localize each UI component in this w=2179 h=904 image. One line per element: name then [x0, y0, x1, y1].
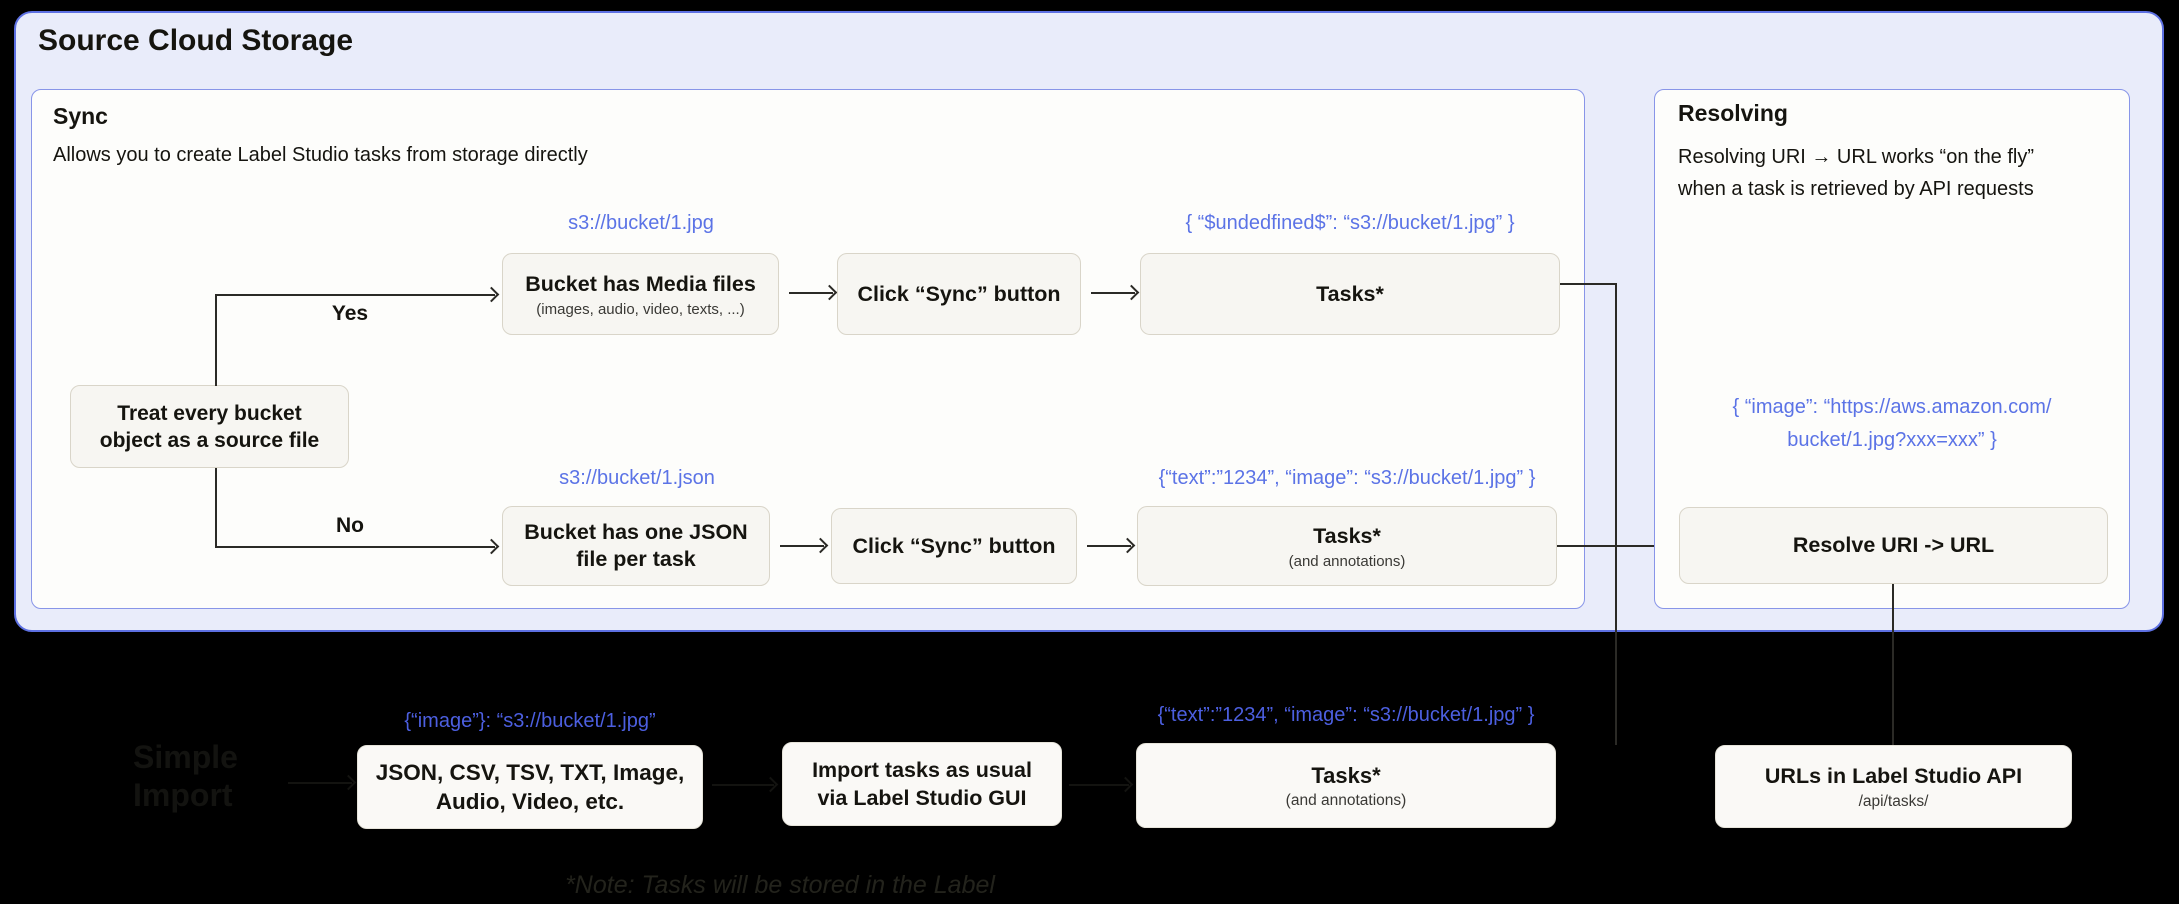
simple-import-title: Simple Import	[133, 739, 238, 813]
yes-label: Yes	[331, 302, 369, 325]
import-gui-title: Import tasks as usual via Label Studio G…	[812, 758, 1032, 810]
yes-branch-arrow	[215, 294, 495, 296]
bucket-media-subtitle: (images, audio, video, texts, ...)	[536, 300, 745, 318]
resolve-uri-title: Resolve URI -> URL	[1792, 533, 1995, 557]
tasks-json-label-1: { “$undedfined$”: “s3://bucket/1.jpg” }	[1185, 212, 1515, 234]
tasks1-connector-h	[1560, 283, 1617, 285]
api-urls-title: URLs in Label Studio API	[1764, 763, 2023, 788]
api-urls-node: URLs in Label Studio API /api/tasks/	[1715, 745, 2072, 828]
tasks-title-1: Tasks*	[1316, 281, 1384, 306]
tasks-json-label-2: {“text”:”1234”, “image”: “s3://bucket/1.…	[1158, 467, 1536, 489]
no-branch-arrow	[215, 546, 495, 548]
arrow-media-to-sync	[789, 292, 833, 294]
click-sync-node-2: Click “Sync” button	[831, 508, 1077, 584]
no-label: No	[336, 514, 364, 537]
arrow-json-to-sync	[780, 545, 824, 547]
bottom-tasks-json-label: {“text”:”1234”, “image”: “s3://bucket/1.…	[1157, 704, 1535, 726]
click-sync-title-2: Click “Sync” button	[852, 533, 1056, 558]
files-node: JSON, CSV, TSV, TXT, Image, Audio, Video…	[357, 745, 703, 829]
resolving-panel-title: Resolving	[1678, 100, 1788, 126]
click-sync-title-1: Click “Sync” button	[857, 281, 1061, 306]
sync-panel-subtitle: Allows you to create Label Studio tasks …	[53, 144, 588, 166]
tasks-title-2: Tasks*	[1313, 523, 1381, 548]
bucket-json-title: Bucket has one JSON file per task	[524, 520, 748, 571]
import-gui-node: Import tasks as usual via Label Studio G…	[782, 742, 1062, 826]
bottom-tasks-node: Tasks* (and annotations)	[1136, 743, 1556, 828]
arrow-simple-to-files	[288, 782, 352, 784]
yes-branch-vline	[215, 295, 217, 386]
tasks1-connector-v	[1615, 283, 1617, 745]
arrow-tasks2-to-resolve	[1557, 545, 1677, 547]
footnote: *Note: Tasks will be stored in the Label…	[565, 871, 995, 904]
no-branch-vline	[215, 468, 217, 548]
bucket-json-node: Bucket has one JSON file per task	[502, 506, 770, 586]
resolve-connector-v	[1892, 584, 1894, 745]
files-json-label: {“image”}: “s3://bucket/1.jpg”	[404, 710, 656, 732]
resolving-description-line1: Resolving URI → URL works “on the fly”	[1678, 146, 2035, 168]
click-sync-node-1: Click “Sync” button	[837, 253, 1081, 335]
tasks-node-1: Tasks*	[1140, 253, 1560, 335]
resolve-uri-node: Resolve URI -> URL	[1679, 507, 2108, 584]
arrow-files-to-import	[712, 784, 774, 786]
arrow-sync-to-tasks-2	[1087, 545, 1131, 547]
decision-node-label: Treat every bucket object as a source fi…	[99, 401, 320, 452]
arrow-import-to-tasks	[1069, 784, 1129, 786]
bucket-media-node: Bucket has Media files (images, audio, v…	[502, 253, 779, 335]
bucket-media-title: Bucket has Media files	[525, 271, 756, 296]
resolving-json-line1: { “image”: “https://aws.amazon.com/	[1732, 396, 2052, 418]
page-title: Source Cloud Storage	[38, 24, 354, 57]
tasks-node-2: Tasks* (and annotations)	[1137, 506, 1557, 586]
bottom-tasks-subtitle: (and annotations)	[1285, 791, 1407, 809]
sync-panel-title: Sync	[53, 103, 108, 129]
api-urls-subtitle: /api/tasks/	[1858, 792, 1929, 810]
decision-node: Treat every bucket object as a source fi…	[70, 385, 349, 468]
files-title: JSON, CSV, TSV, TXT, Image, Audio, Video…	[375, 760, 685, 814]
resolving-json-line2: bucket/1.jpg?xxx=xxx” }	[1787, 429, 1997, 451]
resolving-description-line2: when a task is retrieved by API requests	[1678, 178, 2034, 200]
json-uri-label: s3://bucket/1.json	[559, 467, 715, 489]
bottom-tasks-title: Tasks*	[1311, 762, 1381, 788]
media-uri-label: s3://bucket/1.jpg	[568, 212, 714, 234]
arrow-sync-to-tasks-1	[1091, 292, 1135, 294]
tasks-subtitle-2: (and annotations)	[1288, 552, 1406, 570]
